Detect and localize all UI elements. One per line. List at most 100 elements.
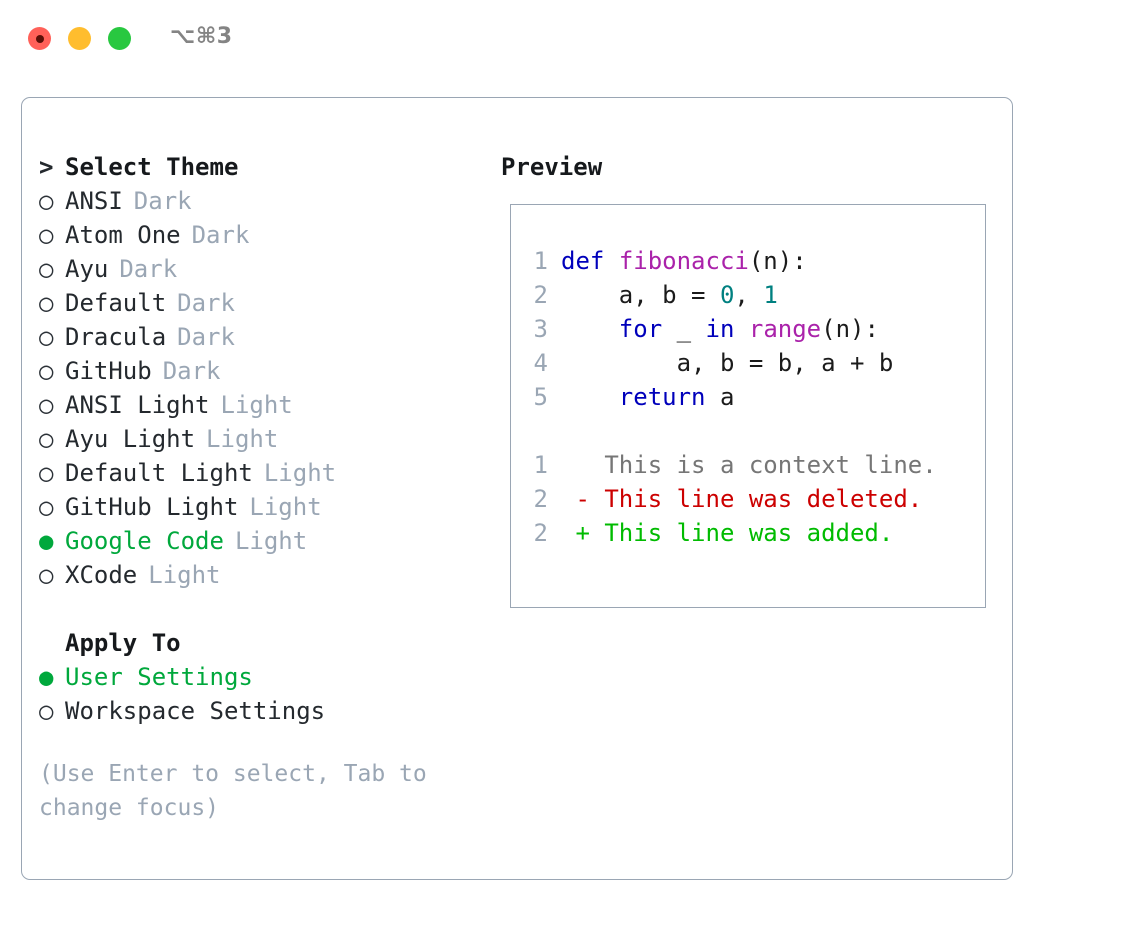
code-line-text: a, b = b, a + b [548, 346, 894, 380]
theme-option-label: Default [65, 289, 167, 317]
radio-unselected-icon: ○ [39, 697, 54, 725]
apply-to-option-user-settings[interactable]: ● User Settings [39, 660, 469, 694]
diff-line-ctx: 1 This is a context line. [522, 448, 937, 482]
theme-option-label: Ayu [65, 255, 109, 283]
radio-unselected-icon: ○ [39, 323, 54, 351]
code-token-fn: fibonacci [618, 247, 749, 275]
theme-option-label: ANSI [65, 187, 123, 215]
code-token-plain: a, b = b, a + b [561, 349, 894, 377]
apply-to-heading-label: Apply To [65, 629, 181, 657]
line-number: 4 [533, 349, 548, 377]
diff-line-add: 2 + This line was added. [522, 516, 937, 550]
theme-variant-tag: Light [263, 459, 337, 487]
code-token-plain: a [705, 383, 735, 411]
code-token-fn: range [748, 315, 822, 343]
line-number: 2 [533, 519, 548, 547]
theme-option-google-code[interactable]: ● Google Code Light [39, 524, 469, 558]
apply-to-option-workspace-settings[interactable]: ○Workspace Settings [39, 694, 469, 728]
line-number: 1 [533, 451, 548, 479]
apply-to-section: Apply To ● User Settings ○Workspace Settin… [39, 626, 469, 728]
theme-option-ayu-light[interactable]: ○ Ayu Light Light [39, 422, 469, 456]
code-diff-separator [522, 414, 937, 448]
code-line: 5 return a [522, 380, 937, 414]
theme-option-label: XCode [65, 561, 138, 589]
radio-unselected-icon: ○ [39, 561, 54, 589]
code-token-kw: def [561, 247, 605, 275]
theme-option-label: ANSI Light [65, 391, 210, 419]
radio-unselected-icon: ○ [39, 493, 54, 521]
theme-option-ayu[interactable]: ○ Ayu Dark [39, 252, 469, 286]
radio-unselected-icon: ○ [39, 187, 54, 215]
code-line-text: return a [548, 380, 735, 414]
radio-unselected-icon: ○ [39, 391, 54, 419]
minimize-button-icon[interactable] [68, 27, 91, 50]
code-line-text: a, b = 0, 1 [548, 278, 778, 312]
radio-unselected-icon: ○ [39, 221, 54, 249]
code-token-plain [604, 247, 618, 275]
radio-unselected-icon: ○ [39, 425, 54, 453]
radio-selected-icon: ● [39, 527, 54, 555]
code-token-plain [734, 315, 748, 343]
theme-variant-tag: Dark [191, 221, 250, 249]
code-token-plain [561, 315, 619, 343]
code-token-num: 0 [719, 281, 735, 309]
code-line: 4 a, b = b, a + b [522, 346, 937, 380]
theme-option-github-light[interactable]: ○ GitHub Light Light [39, 490, 469, 524]
code-line-text: for _ in range(n): [548, 312, 879, 346]
code-token-kw: in [705, 315, 735, 343]
radio-unselected-icon: ○ [39, 289, 54, 317]
code-token-plain: , [734, 281, 764, 309]
code-token-num: 1 [763, 281, 778, 309]
theme-option-label: GitHub Light [65, 493, 239, 521]
theme-option-label: Atom One [65, 221, 181, 249]
theme-option-label: Google Code [65, 527, 224, 555]
theme-option-atom-one[interactable]: ○ Atom One Dark [39, 218, 469, 252]
window-titlebar: ⌥⌘3 [0, 0, 1140, 78]
code-line-text: def fibonacci(n): [548, 244, 807, 278]
traffic-lights [28, 27, 131, 50]
theme-option-label: Ayu Light [65, 425, 196, 453]
theme-variant-tag: Dark [177, 323, 235, 351]
theme-variant-tag: Dark [119, 255, 178, 283]
radio-unselected-icon: ○ [39, 459, 54, 487]
code-token-punct: (n): [821, 315, 879, 343]
theme-variant-tag: Light [249, 493, 322, 521]
maximize-button-icon[interactable] [108, 27, 131, 50]
code-token-plain [561, 383, 619, 411]
select-theme-heading-label: Select Theme [65, 153, 239, 181]
select-theme-heading: > Select Theme [39, 150, 469, 184]
code-token-plain: a, b = [561, 281, 720, 309]
line-number: 1 [533, 247, 548, 275]
code-token-plain: _ [662, 315, 706, 343]
theme-variant-tag: Dark [177, 289, 235, 317]
theme-variant-tag: Dark [162, 357, 221, 385]
theme-variant-tag: Light [234, 527, 308, 555]
code-token-kw: return [618, 383, 706, 411]
preview-title: Preview [501, 153, 603, 181]
theme-variant-tag: Light [206, 425, 279, 453]
theme-variant-tag: Dark [133, 187, 192, 215]
theme-option-label: GitHub [65, 357, 152, 385]
diff-line-del: 2 - This line was deleted. [522, 482, 937, 516]
apply-to-option-list: ● User Settings ○Workspace Settings [39, 660, 469, 728]
line-number: 3 [533, 315, 548, 343]
apply-to-option-label: User Settings [65, 663, 253, 691]
radio-selected-icon: ● [39, 663, 54, 691]
code-token-punct: (n): [748, 247, 807, 275]
diff-line-text: This is a context line. [561, 451, 937, 479]
theme-option-ansi[interactable]: ○ ANSI Dark [39, 184, 469, 218]
close-button-icon[interactable] [28, 27, 51, 50]
radio-unselected-icon: ○ [39, 255, 54, 283]
theme-option-default[interactable]: ○ Default Dark [39, 286, 469, 320]
